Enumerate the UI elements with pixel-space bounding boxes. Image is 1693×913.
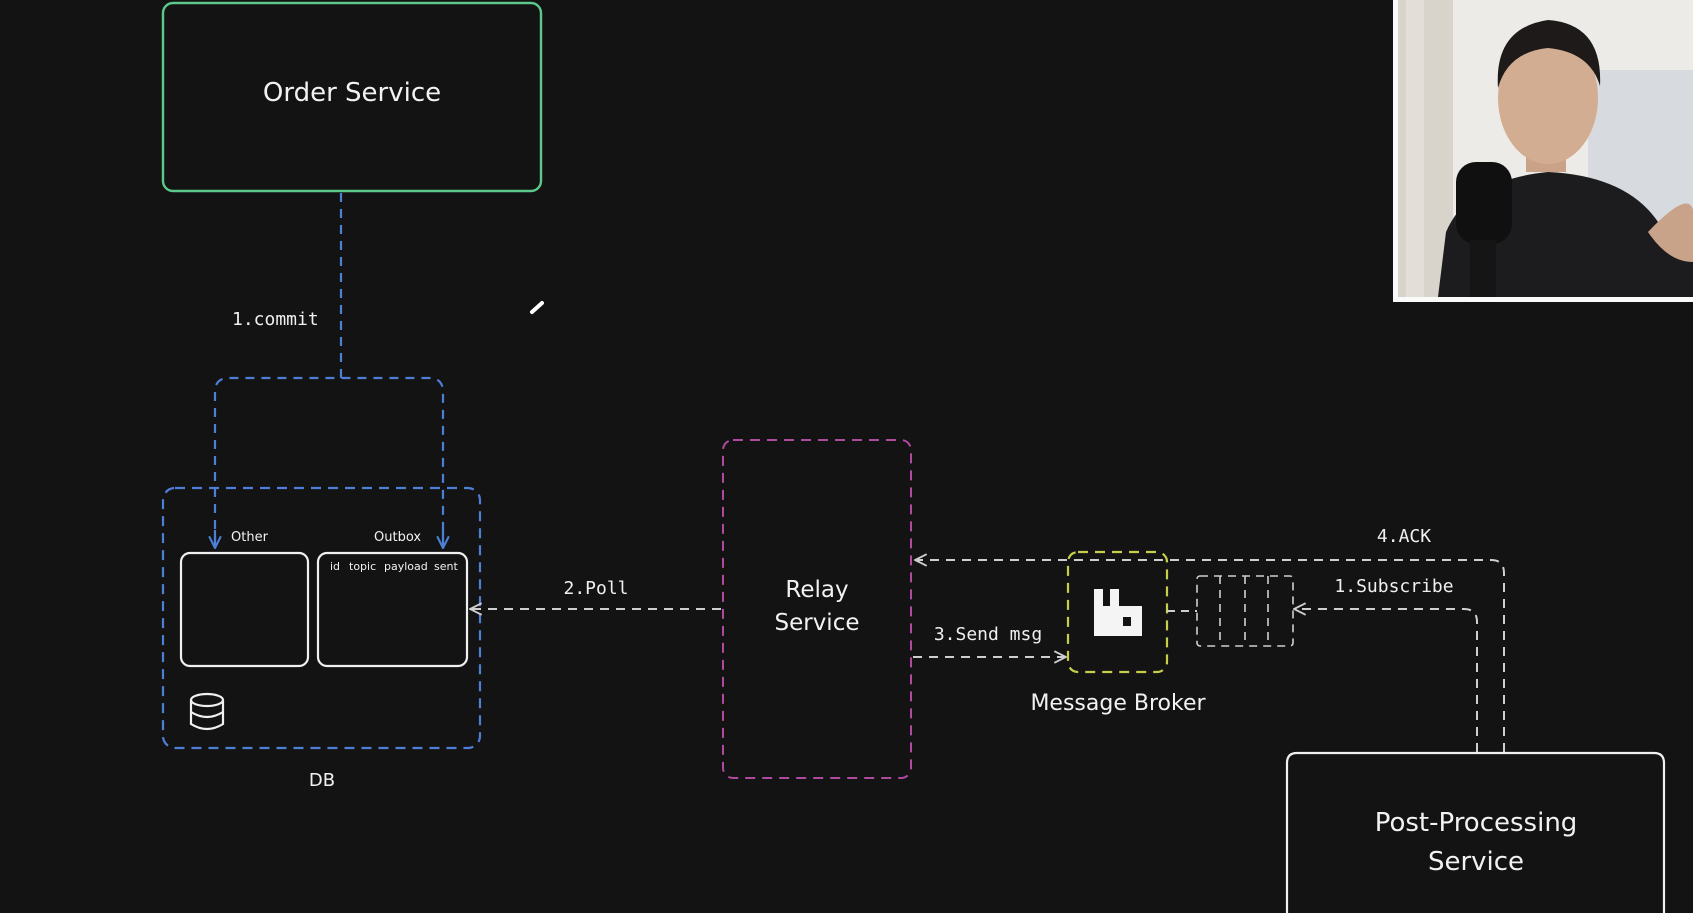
relay-service-label-line1: Relay (785, 577, 848, 603)
post-processing-label-line1: Post-Processing (1375, 808, 1578, 838)
subscribe-label: 1.Subscribe (1334, 576, 1453, 597)
post-processing-label-line2: Service (1428, 847, 1524, 877)
send-msg-label: 3.Send msg (934, 624, 1042, 645)
post-processing-service-box (1285, 751, 1666, 913)
order-service-box (161, 1, 543, 193)
db-container (161, 486, 482, 750)
order-service-label: Order Service (263, 78, 441, 108)
outbox-table (316, 551, 469, 668)
commit-label: 1.commit (232, 309, 319, 330)
outbox-column-topic: topic (349, 560, 376, 573)
other-table-label: Other (231, 530, 269, 545)
database-icon (189, 692, 225, 731)
outbox-table-label: Outbox (374, 530, 421, 545)
other-table (179, 551, 310, 668)
ack-label: 4.ACK (1377, 526, 1431, 547)
presenter-image (1398, 0, 1693, 297)
subscribe-arrow (1294, 609, 1478, 752)
pencil-cursor-icon (530, 301, 544, 314)
outbox-column-payload: payload (384, 560, 428, 573)
presenter-webcam (1393, 0, 1693, 302)
ack-arrow (915, 560, 1505, 752)
poll-label: 2.Poll (563, 578, 628, 599)
db-label: DB (309, 770, 335, 791)
outbox-column-sent: sent (434, 560, 458, 573)
queue-icon (1196, 575, 1294, 647)
rabbitmq-icon (1094, 589, 1142, 636)
relay-service-label-line2: Service (774, 610, 859, 636)
message-broker-label: Message Broker (1030, 691, 1206, 716)
relay-service-box (722, 439, 912, 779)
outbox-column-id: id (330, 560, 340, 573)
commit-split-connector (213, 376, 445, 545)
